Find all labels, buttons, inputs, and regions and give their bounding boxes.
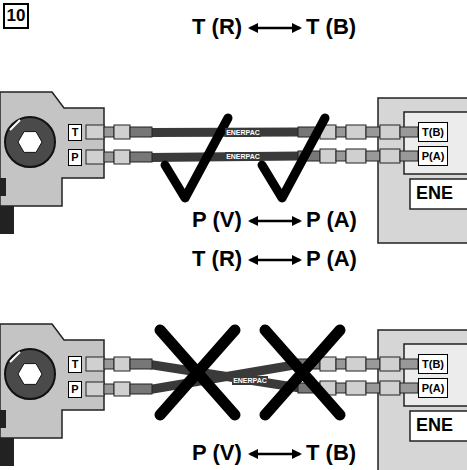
port-label: P bbox=[68, 381, 82, 398]
cross-mark bbox=[265, 330, 340, 415]
node-text: T(B) bbox=[422, 358, 444, 371]
pump-body bbox=[378, 330, 467, 470]
cross-mark bbox=[160, 330, 235, 415]
port-name: T (B) bbox=[306, 440, 356, 465]
pump-coupler bbox=[298, 149, 418, 163]
tool-coupler bbox=[86, 125, 152, 139]
tool-coupler bbox=[86, 382, 152, 396]
port-label: P(A) bbox=[418, 146, 448, 166]
node-text: T bbox=[72, 126, 79, 139]
hose-brand: ENERPAC bbox=[225, 152, 261, 161]
node-text: P(A) bbox=[422, 150, 445, 163]
node-text: P(A) bbox=[422, 382, 445, 395]
node-text: T(B) bbox=[422, 126, 444, 139]
port-name: P (A) bbox=[306, 207, 357, 232]
port-label: P(A) bbox=[418, 378, 448, 398]
node-text: P bbox=[71, 151, 78, 164]
figure-number: 10 bbox=[3, 3, 29, 29]
wrong-connection bbox=[0, 260, 467, 470]
port-name: T (B) bbox=[306, 14, 356, 39]
node-text: P bbox=[71, 383, 78, 396]
port-name: P (A) bbox=[306, 246, 357, 271]
check-mark bbox=[165, 118, 228, 198]
hose-brand: ENERPAC bbox=[225, 128, 261, 137]
port-label: T(B) bbox=[418, 354, 448, 374]
port-label: P bbox=[68, 149, 82, 166]
port-label: T(B) bbox=[418, 122, 448, 142]
port-name: T (R) bbox=[192, 246, 242, 271]
port-name: T (R) bbox=[192, 14, 242, 39]
port-label: T bbox=[68, 356, 82, 373]
tool-coupler bbox=[86, 357, 152, 371]
port-name: P (V) bbox=[192, 440, 242, 465]
hose-brand: ENERPAC bbox=[232, 376, 268, 385]
double-arrow bbox=[250, 27, 300, 30]
tool-coupler bbox=[86, 150, 152, 164]
node-text: 10 bbox=[7, 6, 26, 26]
check-mark bbox=[262, 118, 325, 198]
pump-body bbox=[378, 98, 467, 243]
double-arrow bbox=[250, 453, 300, 456]
double-arrow bbox=[250, 259, 300, 262]
correct-connection bbox=[0, 28, 467, 243]
brand-text: ENE bbox=[416, 415, 453, 436]
node-text: T bbox=[72, 358, 79, 371]
port-label: T bbox=[68, 124, 82, 141]
port-name: P (V) bbox=[192, 207, 242, 232]
brand-text: ENE bbox=[416, 183, 453, 204]
double-arrow bbox=[250, 220, 300, 223]
